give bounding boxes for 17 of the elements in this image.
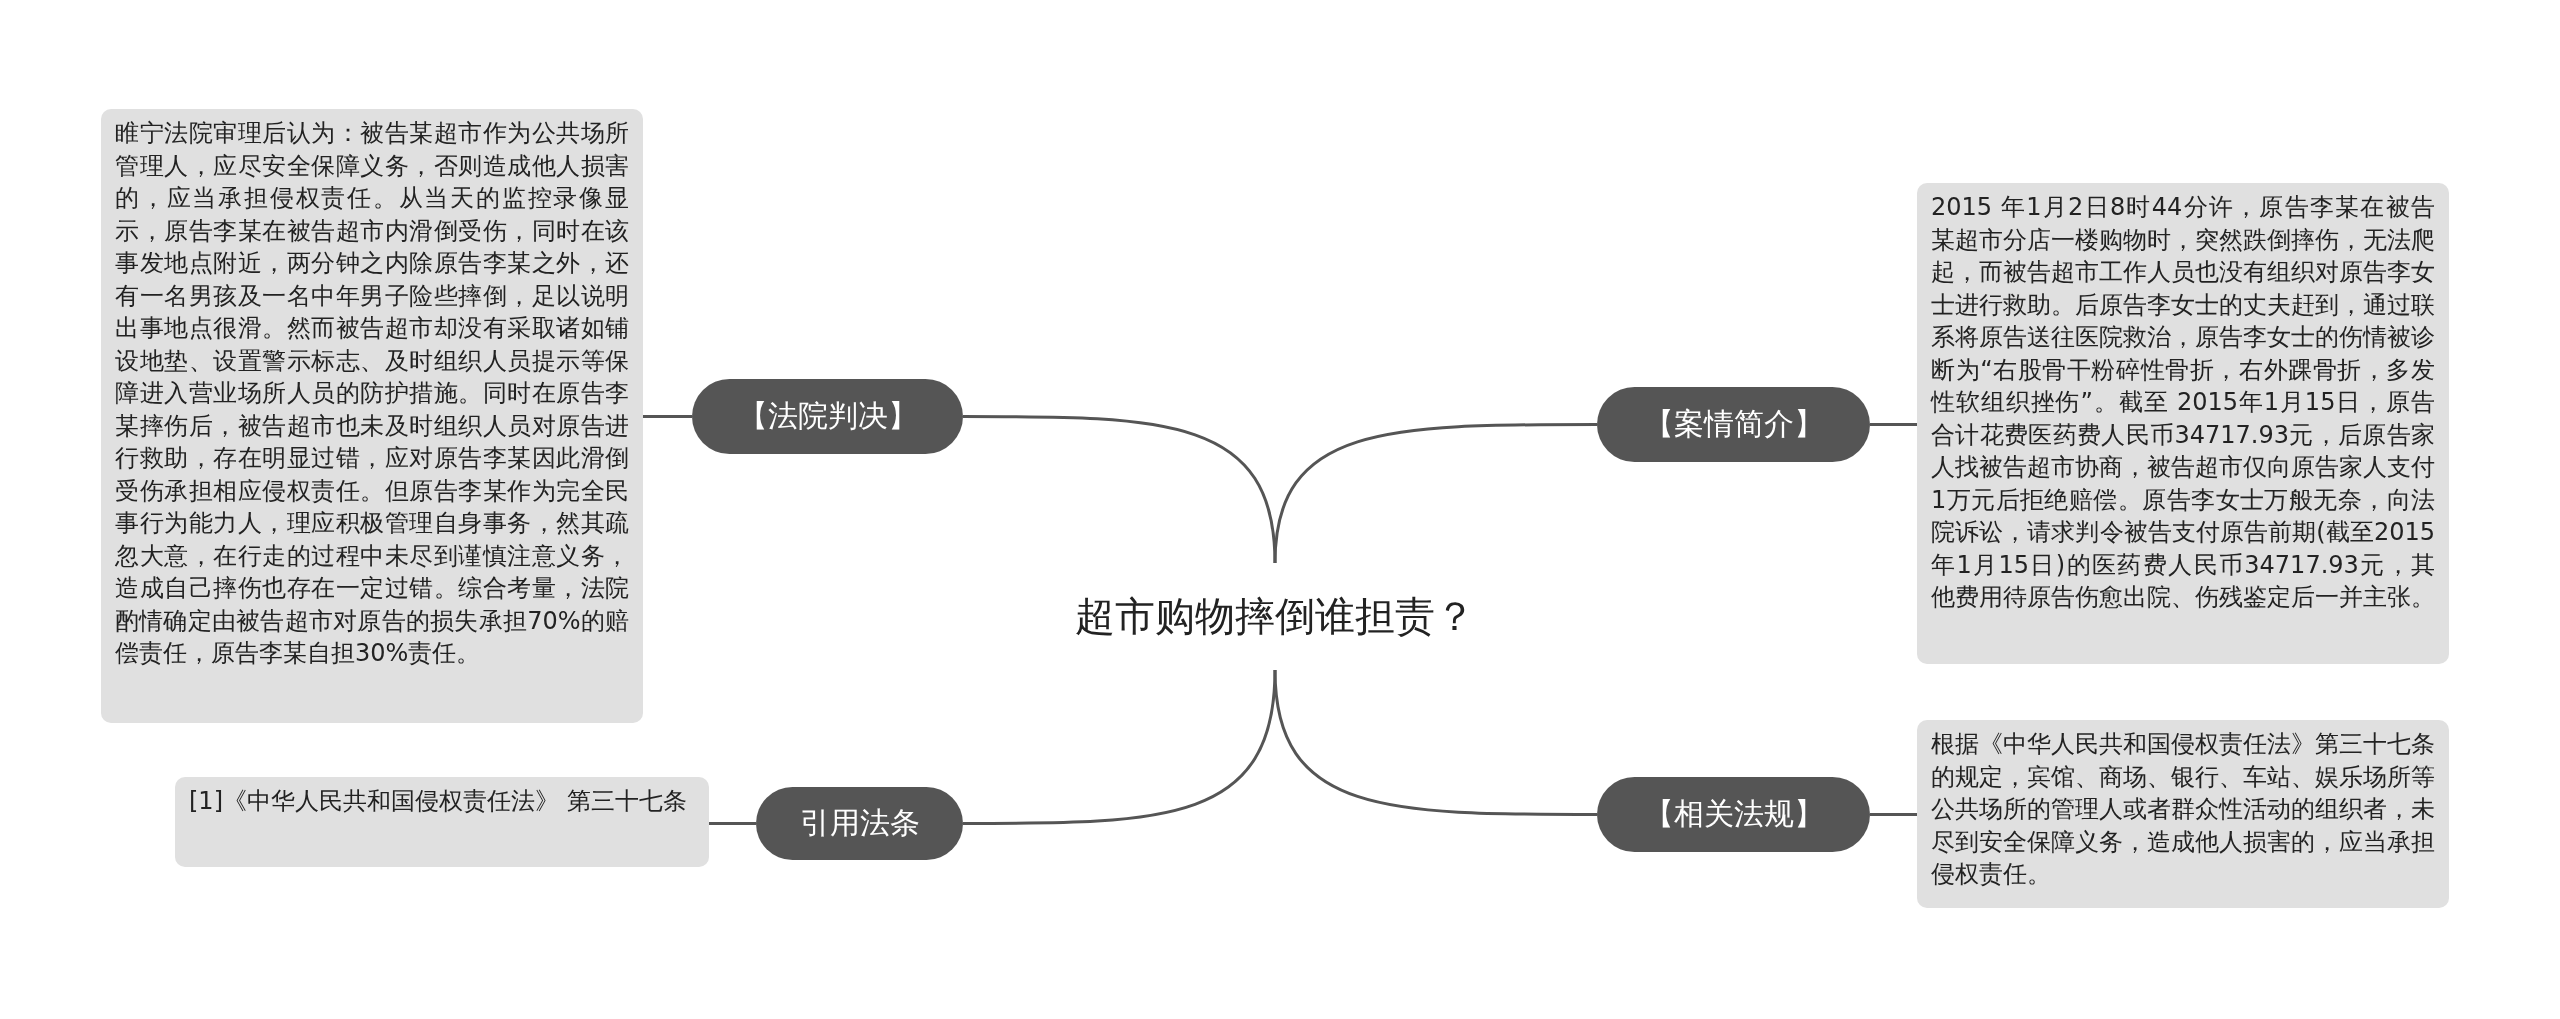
text-card: 2015 年1月2日8时44分许，原告李某在被告某超市分店一楼购物时，突然跌倒摔伤，无法爬起，而被告超市工作人员也没有组织对原告李女士进行救助。后原告李女士的丈夫赶到，通过联系将原告送往医院救治，原告李女士的伤情被诊断为“右股骨干粉碎性骨折，右外踝骨折，多发性软组织挫伤”。截至 2015年1月15日，原告合计花费医药费人民币34717.93元，后原告家人找被告超市协商，被告超市仅向原告家人支付1万元后拒绝赔偿。原告李女士万般无奈，向法院诉讼，请求判令被告支付原告前期(截至2015年1月15日)的医药费人民币34717.93元，其他费用待原告伤愈出院、伤残鉴定后一并主张。 — [1917, 183, 2449, 664]
topic-pill: 【相关法规】 — [1597, 777, 1870, 852]
topic-pill: 引用法条 — [756, 787, 963, 860]
central-topic: 超市购物摔倒谁担责？ — [1060, 563, 1490, 670]
connector — [963, 415, 1277, 564]
text-card: [1]《中华人民共和国侵权责任法》 第三十七条 — [175, 777, 709, 867]
connector — [643, 415, 692, 418]
connector — [1273, 669, 1597, 816]
topic-pill: 【案情简介】 — [1597, 387, 1870, 462]
connector — [1870, 813, 1917, 816]
connector — [1870, 423, 1917, 426]
text-card: 睢宁法院审理后认为：被告某超市作为公共场所管理人，应尽安全保障义务，否则造成他人损害的，应当承担侵权责任。从当天的监控录像显示，原告李某在被告超市内滑倒受伤，同时在该事发地点附近，两分钟之内除原告李某之外，还有一名男孩及一名中年男子险些摔倒，足以说明出事地点很滑。然而被告超市却没有采取诸如铺设地垫、设置警示标志、及时组织人员提示等保障进入营业场所人员的防护措施。同时在原告李某摔伤后，被告超市也未及时组织人员对原告进行救助，存在明显过错，应对原告李某因此滑倒受伤承担相应侵权责任。但原告李某作为完全民事行为能力人，理应积极管理自身事务，然其疏忽大意，在行走的过程中未尽到谨慎注意义务，造成自己摔伤也存在一定过错。综合考量，法院酌情确定由被告超市对原告的损失承担70%的赔偿责任，原告李某自担30%责任。 — [101, 109, 643, 723]
text-card: 根据《中华人民共和国侵权责任法》第三十七条的规定，宾馆、商场、银行、车站、娱乐场所等公共场所的管理人或者群众性活动的组织者，未尽到安全保障义务，造成他人损害的，应当承担侵权责任。 — [1917, 720, 2449, 908]
connector — [709, 822, 756, 825]
topic-pill: 【法院判决】 — [692, 379, 963, 454]
connector — [1273, 423, 1597, 564]
connector — [963, 669, 1277, 825]
